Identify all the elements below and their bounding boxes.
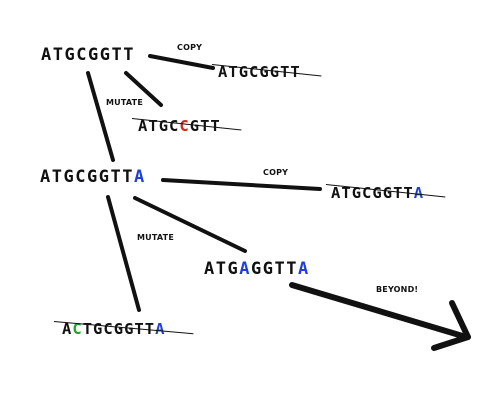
nucleotide: T (110, 167, 123, 187)
nucleotide: G (93, 320, 104, 338)
label-copy-root: COPY (177, 43, 203, 52)
nucleotide: G (251, 259, 263, 279)
nucleotide: G (189, 117, 201, 135)
nucleotide: G (158, 117, 170, 135)
nucleotide: A (41, 45, 53, 65)
edge-root-to-copy (148, 54, 215, 70)
nucleotide: G (87, 167, 99, 187)
nucleotide: T (200, 117, 211, 135)
label-mutate-root: MUTATE (106, 98, 143, 107)
nucleotide: A (298, 259, 310, 279)
label-mutate-gen2: MUTATE (137, 233, 174, 242)
nucleotide: G (238, 63, 250, 81)
nucleotide: T (215, 259, 228, 279)
nucleotide: T (111, 45, 124, 65)
edge-gen2-to-mutant (133, 196, 247, 253)
nucleotide: G (351, 184, 363, 202)
edge-gen2-to-copy (161, 178, 322, 191)
nucleotide: A (134, 167, 146, 187)
nucleotide: A (218, 63, 229, 81)
sequence-gen2-copy: ATGCGGTTA (331, 183, 424, 203)
nucleotide: G (124, 320, 135, 338)
nucleotide: A (413, 184, 425, 202)
edge-root-to-gen2 (86, 71, 115, 162)
nucleotide: C (103, 320, 114, 338)
nucleotide: A (331, 184, 342, 202)
sequence-gen2: ATGCGGTTA (40, 167, 146, 187)
nucleotide: C (179, 117, 190, 135)
nucleotide: T (122, 167, 134, 187)
nucleotide: C (72, 320, 83, 338)
edge-root-to-mutant (124, 71, 163, 107)
nucleotide: T (148, 117, 159, 135)
sequence-gen2-mutant: ATGAGGTTA (204, 259, 310, 279)
nucleotide: C (249, 63, 260, 81)
nucleotide: G (262, 259, 275, 279)
nucleotide: T (134, 320, 145, 338)
nucleotide: A (40, 167, 52, 187)
sequence-root-copy: ATGCGGTT (218, 62, 301, 82)
sequence-root: ATGCGGTT (41, 45, 135, 65)
nucleotide: T (286, 259, 298, 279)
nucleotide: T (144, 320, 156, 338)
nucleotide: C (76, 45, 88, 65)
nucleotide: G (88, 45, 100, 65)
edge-gen2-to-insert (106, 195, 141, 312)
nucleotide: G (269, 63, 281, 81)
nucleotide: G (99, 45, 112, 65)
label-copy-gen2: COPY (263, 168, 289, 177)
nucleotide: G (382, 184, 394, 202)
sequence-root-mutant: ATGCCGTT (138, 116, 221, 136)
nucleotide: G (98, 167, 111, 187)
nucleotide: T (210, 117, 221, 135)
nucleotide: T (52, 45, 65, 65)
nucleotide: A (239, 259, 251, 279)
nucleotide: G (372, 184, 383, 202)
nucleotide: G (64, 45, 77, 65)
nucleotide: G (113, 320, 125, 338)
label-beyond: BEYOND! (376, 285, 419, 294)
sequence-gen2-insert: ACTGCGGTTA (62, 319, 165, 339)
nucleotide: C (362, 184, 373, 202)
nucleotide: T (290, 63, 301, 81)
nucleotide: T (341, 184, 352, 202)
nucleotide: G (63, 167, 76, 187)
nucleotide: A (138, 117, 149, 135)
nucleotide: A (204, 259, 216, 279)
nucleotide: T (393, 184, 404, 202)
nucleotide: C (75, 167, 87, 187)
beyond-arrow (289, 282, 471, 351)
nucleotide: A (62, 320, 73, 338)
nucleotide: T (228, 63, 239, 81)
nucleotide: G (227, 259, 240, 279)
nucleotide: T (123, 45, 135, 65)
nucleotide: T (274, 259, 287, 279)
nucleotide: C (169, 117, 180, 135)
nucleotide: G (259, 63, 270, 81)
nucleotide: T (51, 167, 64, 187)
nucleotide: T (82, 320, 94, 338)
nucleotide: T (280, 63, 291, 81)
nucleotide: T (403, 184, 414, 202)
nucleotide: A (155, 320, 166, 338)
